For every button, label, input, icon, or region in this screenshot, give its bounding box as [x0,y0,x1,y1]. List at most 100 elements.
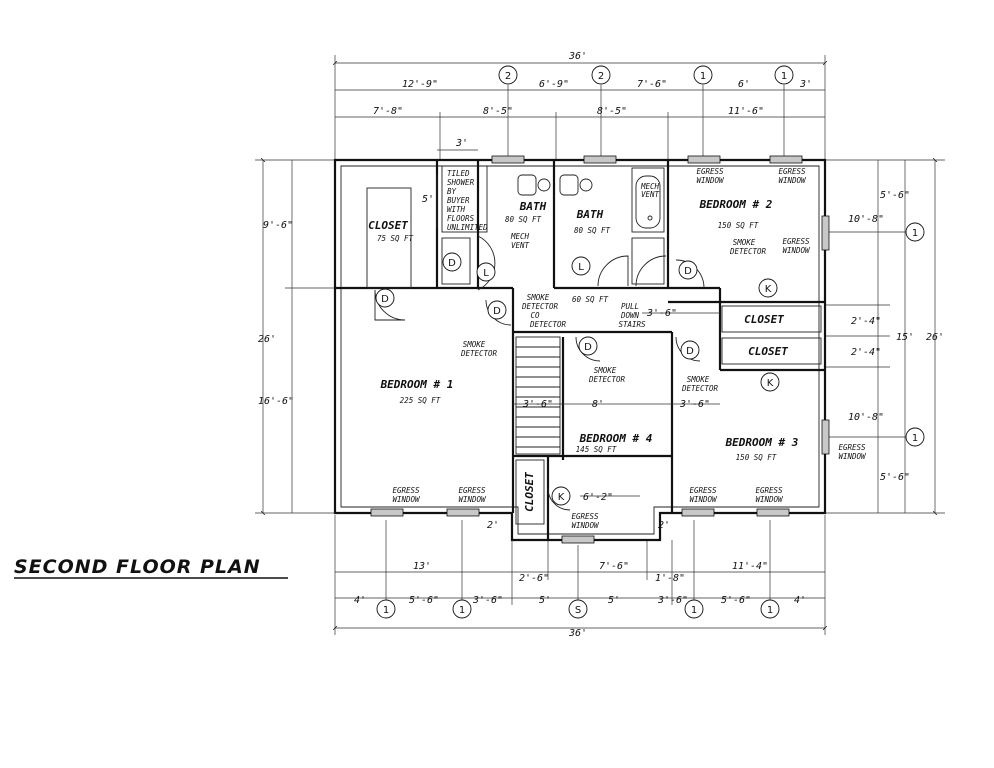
dim-bottom-r2-7: 5'-6" [721,595,751,606]
dim-bottom-overall: 36' [568,628,587,639]
marker-right-1: 1 [912,228,918,239]
bedroom4-area: 145 SQ FT [576,445,617,454]
dim-top-r2-3: 8'-5" [597,106,627,117]
dim-inner-hall: 3'-6" [646,308,677,319]
bedroom4-smoke-1: SMOKE [594,366,617,375]
closet-small-name: CLOSET [523,472,536,512]
kitchen-symbol: K [558,492,565,503]
bath2-area: 80 SQ FT [574,226,611,235]
linen-symbol: L [483,268,489,279]
shower-note-4: BUYER [447,196,470,205]
dim-top-r1-2: 6'-9" [539,79,569,90]
pull-down-1: PULL [621,302,639,311]
door-symbol: D [584,342,592,353]
bath2-name: BATH [576,208,604,221]
door-symbol: D [684,266,692,277]
dim-inner-stair: 3'-6" [522,399,553,410]
bedroom3-name: BEDROOM # 3 [725,436,799,449]
bedroom2-area: 150 SQ FT [718,221,759,230]
dim-bottom-r2-8: 4' [794,595,806,606]
dim-inner-2ft-left: 2' [487,520,499,531]
dim-inner-3ft: 3' [455,138,468,149]
dim-top-r2-4: 11'-6" [728,106,764,117]
dim-left-lower: 16'-6" [258,396,294,407]
dim-bottom-r1-3: 7'-6" [599,561,629,572]
bedroom1-egress-1a: EGRESS [392,486,420,495]
marker-bottom-5: 1 [767,605,773,616]
dim-top-r2-1: 7'-8" [373,106,403,117]
dim-inner-2ft-right: 2' [658,520,670,531]
bedroom4-egress-b: WINDOW [571,521,600,530]
kitchen-symbol: K [765,284,772,295]
bedroom1-smoke-2: DETECTOR [460,349,498,358]
marker-bottom-3: S [575,605,581,616]
dim-bottom-r2-3: 3'-6" [472,595,503,606]
symbols: D D L D L D K D D K K [375,252,780,506]
dim-top-r1-4: 6' [738,79,750,90]
dim-right-1: 5'-6" [880,190,910,201]
bedroom2-egress-2a: EGRESS [778,167,806,176]
marker-bottom-1: 1 [383,605,389,616]
bedroom1-egress-2a: EGRESS [458,486,486,495]
dim-bottom-r2-4: 5' [539,595,551,606]
dim-right-4: 2'-4" [851,347,881,358]
bedroom1-egress-2b: WINDOW [458,495,487,504]
bedroom1-smoke-1: SMOKE [463,340,486,349]
top-dimensions: 36' 12'-9" 6'-9" 7'-6" 6' 3' 7'-8" 8'-5"… [335,51,825,160]
bedroom2-egress-3a: EGRESS [782,237,810,246]
bath2-vent-2: VENT [641,190,660,199]
dim-inner-b3: 3'-6" [679,399,710,410]
bedroom2-egress-1b: WINDOW [696,176,725,185]
bedroom3-egress-3a: EGRESS [838,443,866,452]
dim-bottom-r2-5: 5' [608,595,620,606]
closet-top-area: 75 SQ FT [377,234,414,243]
page-title: SECOND FLOOR PLAN [14,556,261,578]
dim-top-r1-1: 12'-9" [402,79,438,90]
dim-inner-5ft: 5' [422,194,434,205]
dim-bottom-r2-6: 3'-6" [657,595,688,606]
bath1-vent-1: MECH [510,232,530,241]
door-swings [374,235,705,511]
dim-bottom-r2-2: 5'-6" [409,595,439,606]
marker-top-1: 2 [505,71,511,82]
closet-top-name: CLOSET [368,219,408,232]
dim-right-mid: 15' [896,332,914,343]
bedroom3-area: 150 SQ FT [736,453,777,462]
dim-bottom-r1-4: 1'-8" [655,573,685,584]
shower-note-6: FLOORS [447,214,475,223]
dim-bottom-r1-1: 13' [413,561,431,572]
closet-r2-name: CLOSET [748,345,788,358]
bedroom2-smoke-2: DETECTOR [729,247,767,256]
bedroom1-name: BEDROOM # 1 [380,378,454,391]
dim-inner-8ft: 8' [592,399,604,410]
dim-right-5: 10'-8" [848,412,884,423]
bedroom4-egress-a: EGRESS [571,512,599,521]
shower-note-7: UNLIMITED [447,223,488,232]
dim-right-overall: 26' [926,332,944,343]
inner-dimensions: 3' 5' 3'-6" 3'-6" 8' 3'-6" 6'-2" 2' 2' [422,138,720,531]
pull-down-2: DOWN [620,311,640,320]
dim-top-r2-2: 8'-5" [483,106,513,117]
dim-bottom-r1-2: 2'-6" [519,573,549,584]
bath1-area: 80 SQ FT [505,215,542,224]
closet-r1-name: CLOSET [744,313,784,326]
bedroom3-egress-2b: WINDOW [755,495,784,504]
dim-inner-b4: 6'-2" [583,492,613,503]
shower-note-5: WITH [447,205,466,214]
marker-top-2: 2 [598,71,604,82]
shower-note-1: TILED [447,169,470,178]
bedroom3-egress-3b: WINDOW [838,452,867,461]
dim-right-2: 10'-8" [848,214,884,225]
hall-smoke-4: DETECTOR [529,320,567,329]
dim-top-r1-3: 7'-6" [637,79,667,90]
bedroom2-egress-2b: WINDOW [778,176,807,185]
right-dimensions: 5'-6" 10'-8" 2'-4" 2'-4" 10'-8" 5'-6" 15… [825,160,945,513]
hall-smoke-2: DETECTOR [521,302,559,311]
linen-symbol: L [578,262,584,273]
marker-right-2: 1 [912,433,918,444]
shower-note-3: BY [447,187,457,196]
hall-smoke-3: CO [530,311,540,320]
bottom-dimensions: 13' 2'-6" 7'-6" 1'-8" 11'-4" 4' 5'-6" 3'… [335,515,825,639]
interior-walls [335,160,825,540]
